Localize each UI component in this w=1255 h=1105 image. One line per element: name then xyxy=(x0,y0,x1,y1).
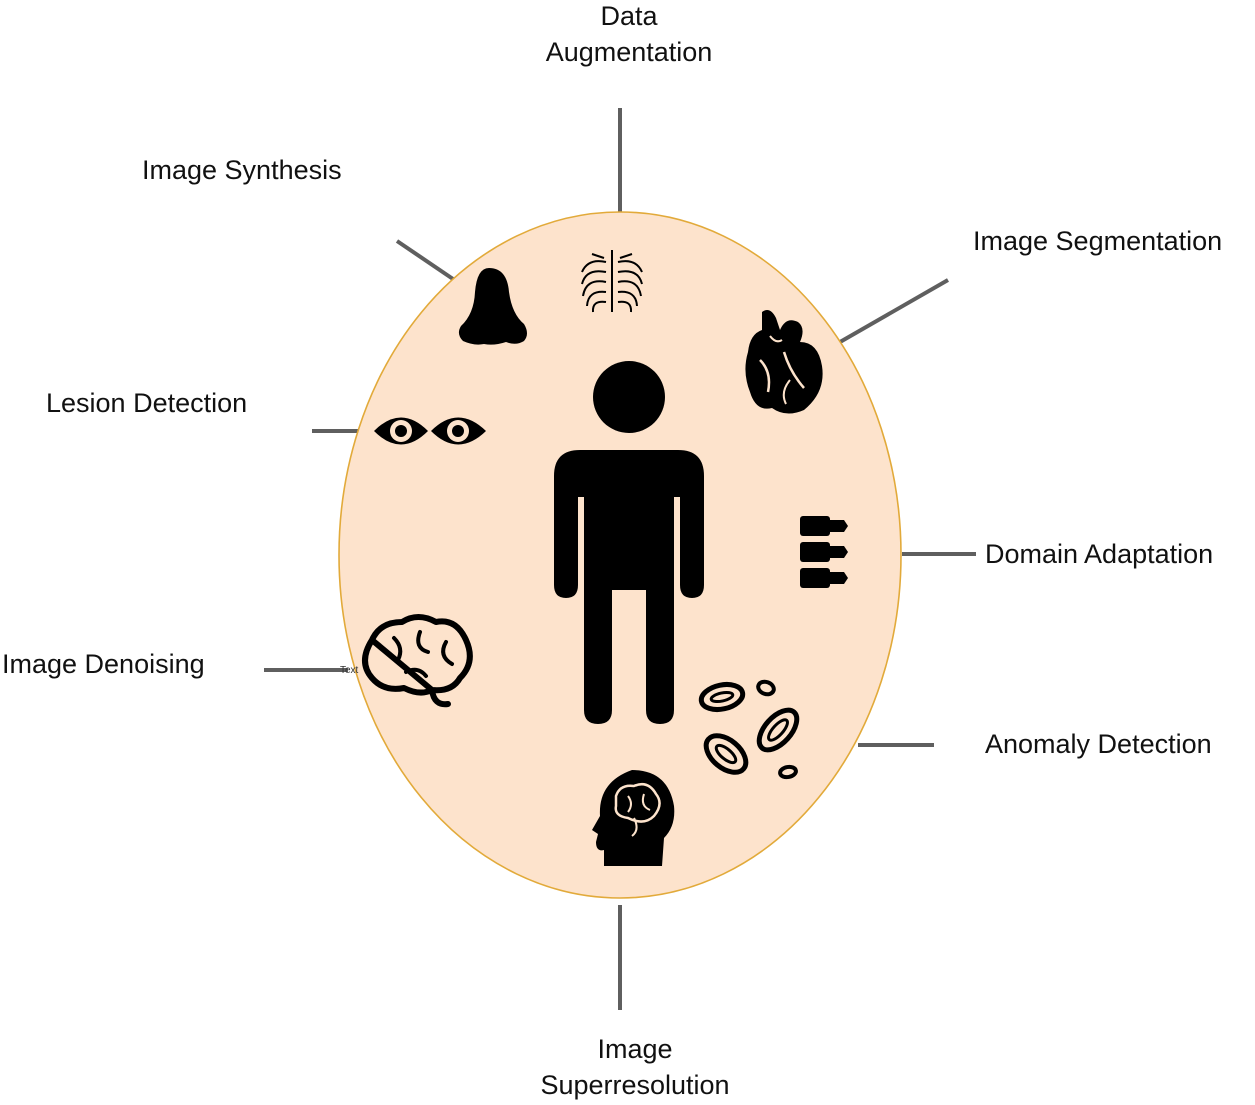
label-lesion-detection: Lesion Detection xyxy=(46,388,248,418)
nose-icon xyxy=(458,268,527,345)
ribcage-icon xyxy=(581,250,643,313)
heart-icon xyxy=(745,310,823,414)
connector-image-segmentation xyxy=(839,278,949,344)
connector-lines xyxy=(264,108,976,1010)
label-anomaly-detection: Anomaly Detection xyxy=(985,729,1212,759)
label-image-denoising: Image Denoising xyxy=(2,649,205,679)
label-image-superresolution-line1: Image xyxy=(597,1034,673,1064)
blood-cells-icon xyxy=(698,679,800,780)
label-image-superresolution: Image Superresolution xyxy=(515,1031,755,1103)
brain-icon xyxy=(362,614,473,708)
label-data-augmentation: Data Augmentation xyxy=(529,0,729,70)
icon-group xyxy=(362,250,848,866)
stray-text-label: Text xyxy=(340,665,359,676)
spine-icon xyxy=(800,516,848,588)
label-domain-adaptation: Domain Adaptation xyxy=(985,539,1214,569)
label-image-synthesis: Image Synthesis xyxy=(142,155,342,185)
label-data-augmentation-line1: Data xyxy=(600,1,658,31)
connector-image-synthesis xyxy=(395,239,455,281)
label-data-augmentation-line2: Augmentation xyxy=(545,37,713,67)
eyes-icon xyxy=(374,417,486,445)
label-image-segmentation: Image Segmentation xyxy=(973,226,1223,256)
person-icon xyxy=(554,361,704,724)
label-image-superresolution-line2: Superresolution xyxy=(540,1070,730,1100)
head-brain-icon xyxy=(592,770,675,866)
